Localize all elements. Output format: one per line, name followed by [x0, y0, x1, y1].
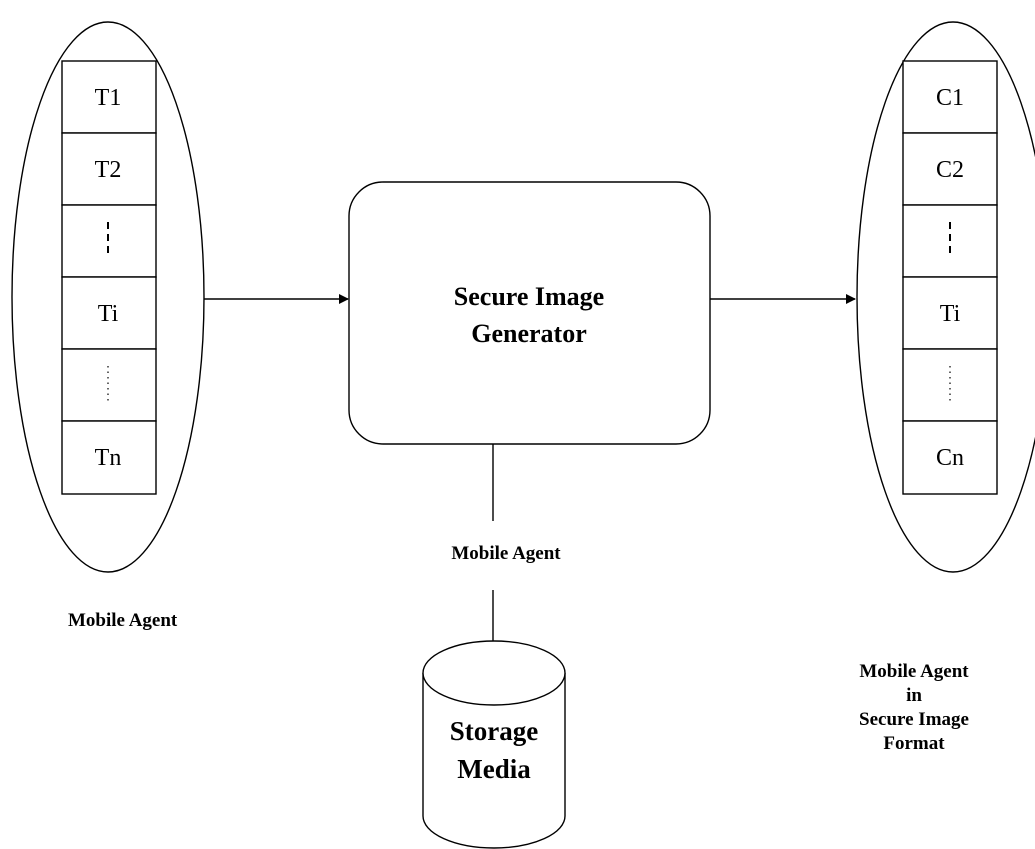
left-cell-4-label: Ti: [98, 301, 119, 327]
left-mobile-agent: T1 T2 Ti Tn Mobile Agent: [11, 21, 205, 631]
right-cell-2-label: C2: [936, 157, 964, 183]
generator-title-line2: Generator: [471, 319, 587, 348]
left-cell-2-label: T2: [95, 157, 122, 183]
storage-media: Storage Media: [422, 640, 566, 849]
right-cell-5: [902, 348, 998, 422]
right-agent-stack: C1 C2 Ti Cn: [902, 60, 998, 495]
right-label-line3: Secure Image: [859, 709, 969, 730]
storage-label-line1: Storage: [450, 716, 538, 746]
left-agent-label: Mobile Agent: [68, 610, 178, 631]
storage-label-line2: Media: [457, 754, 531, 784]
generator-box: [348, 181, 711, 445]
right-mobile-agent: C1 C2 Ti Cn Mobile Agent in Secure Image…: [856, 21, 1035, 754]
right-cell-6: [902, 420, 998, 495]
storage-cylinder-body: [422, 673, 566, 849]
left-cell-2: [61, 132, 157, 206]
right-label-line1: Mobile Agent: [859, 661, 969, 682]
right-label-line2: in: [906, 685, 922, 706]
left-cell-1-label: T1: [95, 85, 122, 111]
right-label-line4: Format: [883, 733, 945, 754]
right-cell-4: [902, 276, 998, 350]
left-agent-ellipse: [11, 21, 205, 573]
middle-mobile-agent-label: Mobile Agent: [451, 543, 561, 564]
left-agent-stack: T1 T2 Ti Tn: [61, 60, 157, 495]
left-cell-4: [61, 276, 157, 350]
right-cell-4-label: Ti: [940, 301, 961, 327]
storage-cylinder-top: [422, 640, 566, 706]
right-cell-1-label: C1: [936, 85, 964, 111]
left-cell-6: [61, 420, 157, 495]
right-agent-ellipse: [856, 21, 1035, 573]
left-cell-6-label: Tn: [95, 445, 122, 471]
left-cell-5: [61, 348, 157, 422]
secure-image-generator: Secure Image Generator: [348, 181, 711, 445]
right-cell-6-label: Cn: [936, 445, 964, 471]
generator-title-line1: Secure Image: [454, 282, 604, 311]
